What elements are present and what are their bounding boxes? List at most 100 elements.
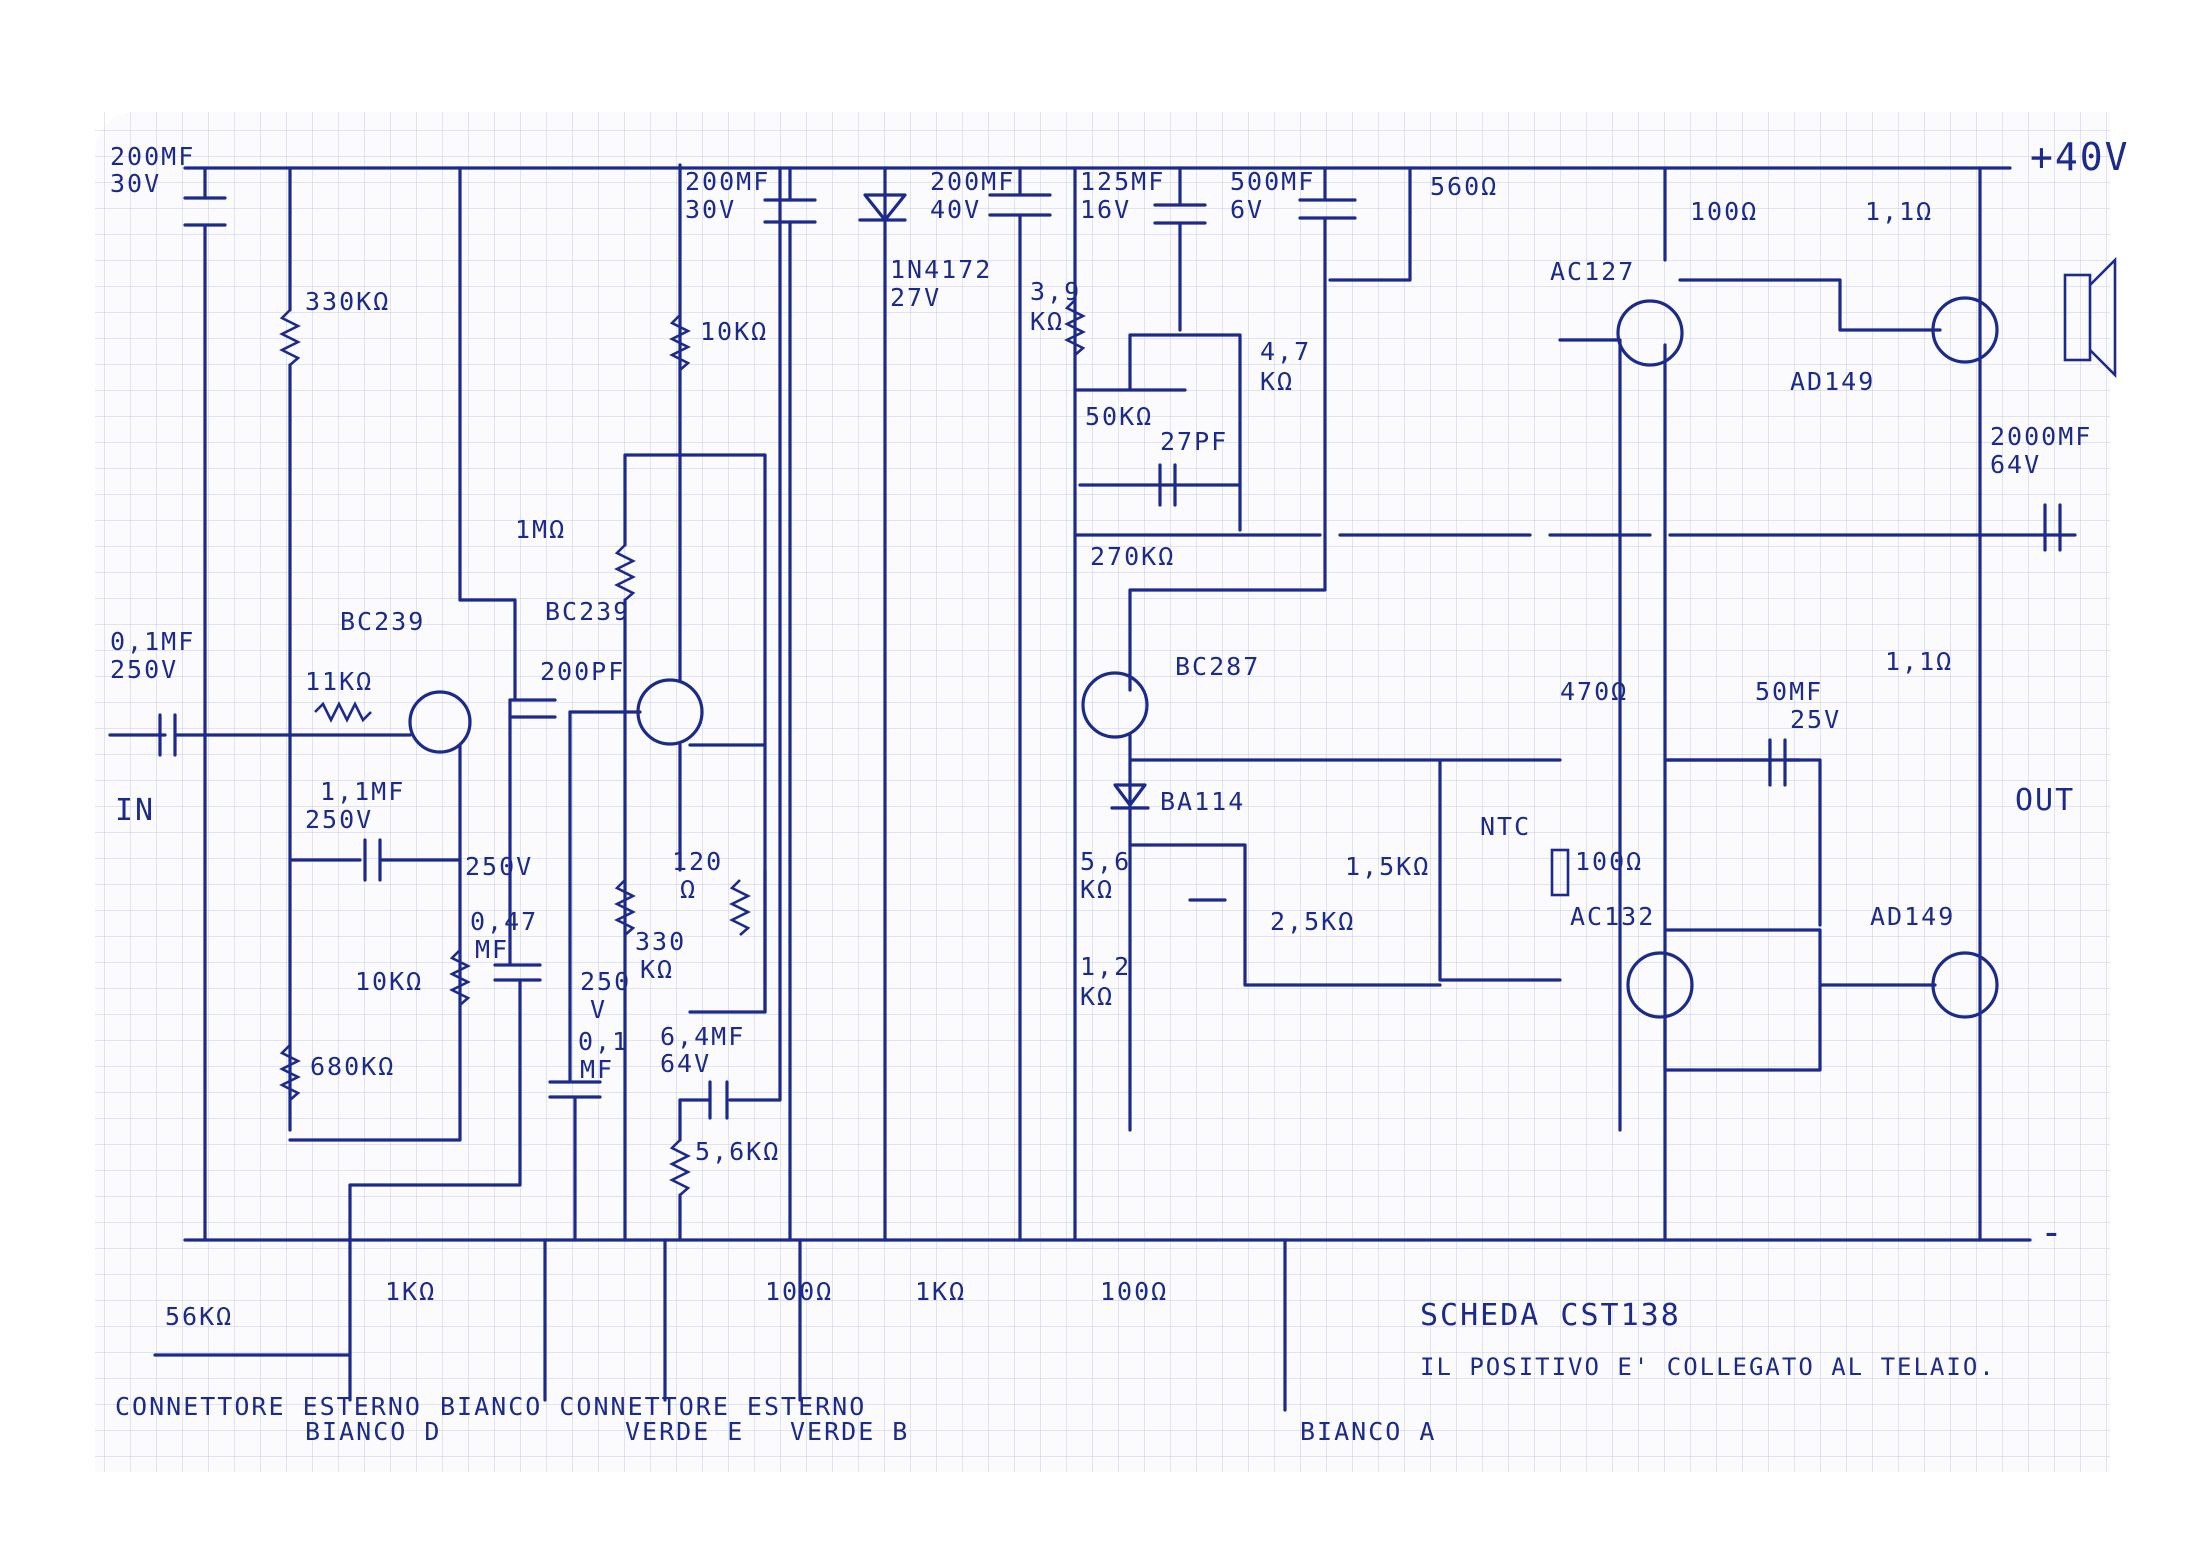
label-d-ba114: BA114 [1160, 787, 1245, 816]
wire-t2 [568, 163, 767, 1014]
label-t-ac127: AC127 [1550, 257, 1635, 286]
label-c200mf-c: 200MF [930, 167, 1015, 196]
cap-200mf-b [763, 198, 817, 224]
resistor-330k-b [614, 879, 636, 936]
label-c047-u: MF [475, 935, 509, 964]
label-r11k: 11KΩ [305, 667, 373, 696]
cap-500mf [1128, 166, 1357, 692]
wire-ad149-bot [1663, 928, 1937, 1072]
label-c01b: 250 [580, 967, 631, 996]
label-r47k: 4,7 [1260, 337, 1311, 366]
wire-330k-b [623, 868, 767, 1242]
rail-label: +40V [2030, 135, 2130, 179]
label-c1mf: 1,1MF [320, 777, 405, 806]
label-r100-top: 100Ω [1690, 197, 1758, 226]
label-t2: BC239 [545, 597, 630, 626]
label-zener: 1N4172 [890, 255, 992, 284]
wire-ext [153, 1238, 1287, 1412]
label-c-in-v: 250V [110, 655, 178, 684]
label-r270k: 270KΩ [1090, 542, 1175, 571]
transistor-ad149-top [1931, 296, 1999, 364]
label-r100-b: 100Ω [1100, 1277, 1168, 1306]
label-c-in: 0,1MF [110, 627, 195, 656]
label-r56k-ext: 56KΩ [165, 1302, 233, 1331]
label-r100-ntc: 100Ω [1575, 847, 1643, 876]
label-r39k: 3,9 [1030, 277, 1081, 306]
pot-50k [1073, 333, 1242, 532]
resistor-39k [1064, 299, 1086, 356]
label-c2000mf-v: 64V [1990, 450, 2041, 479]
label-r56k-b: 5,6KΩ [695, 1137, 780, 1166]
label-r12k: 1,2 [1080, 952, 1131, 981]
cap-input-top [183, 196, 227, 227]
label-c50mf: 50MF [1755, 677, 1823, 706]
label-t-ad149-top: AD149 [1790, 367, 1875, 396]
cap-50mf [1663, 738, 1822, 927]
label-c01b-c: 0,1 [578, 1027, 629, 1056]
wire-label-bianco-a: BIANCO A [1300, 1417, 1436, 1446]
cap-64mf [708, 1080, 729, 1120]
label-r470: 470Ω [1560, 677, 1628, 706]
label-c01b-v: V [590, 995, 607, 1024]
transistor-bc287 [1081, 671, 1149, 739]
label-t-bc287: BC287 [1175, 652, 1260, 681]
wire-label-connettore: CONNETTORE ESTERNO [115, 1392, 422, 1421]
cap-047 [348, 698, 542, 1242]
label-ntc: NTC [1480, 812, 1531, 841]
wire-ac127 [1558, 166, 1802, 1242]
label-t-ad149-bot: AD149 [1870, 902, 1955, 931]
label-r560: 560Ω [1430, 172, 1498, 201]
wire-label-bianco-conn: BIANCO CONNETTORE ESTERNO [440, 1392, 866, 1421]
cap-01b [548, 710, 602, 1242]
label-r11-mid: 1,1Ω [1885, 647, 1953, 676]
cap-200pf [508, 698, 557, 719]
resistor-56k-b [669, 1139, 691, 1196]
transistor-ac127 [1616, 299, 1684, 367]
label-r330k-b: 330 [635, 927, 686, 956]
diagram-note: IL POSITIVO E' COLLEGATO AL TELAIO. [1420, 1353, 1996, 1381]
thermistor-ntc [1550, 848, 1570, 897]
wire-ad149-top [1678, 166, 1982, 1242]
label-p25k: 2,5KΩ [1270, 907, 1355, 936]
wire-label-bianco-d: BIANCO D [305, 1417, 441, 1446]
resistor-10k-a [449, 949, 471, 1006]
cap-125mf [1153, 166, 1207, 332]
label-r10k-b: 10KΩ [700, 317, 768, 346]
label-t-ac132: AC132 [1570, 902, 1655, 931]
in-label: IN [115, 793, 155, 828]
label-r56k-v-u: KΩ [1080, 875, 1114, 904]
label-c125mf-v: 16V [1080, 195, 1131, 224]
label-r39k-u: KΩ [1030, 307, 1064, 336]
ground-label: - [2040, 1210, 2065, 1254]
transistor-bc239-a [408, 690, 472, 754]
label-c200mf-b-v: 30V [685, 195, 736, 224]
resistor-330k [279, 309, 301, 366]
label-v250-a: 250V [465, 852, 533, 881]
label-r1m: 1MΩ [515, 515, 566, 544]
label-r47k-u: KΩ [1260, 367, 1294, 396]
wire-1m [623, 453, 767, 882]
label-r10k-a: 10KΩ [355, 967, 423, 996]
label-c2000mf: 2000MF [1990, 422, 2092, 451]
label-c200mf-c-v: 40V [930, 195, 981, 224]
label-r330k-b-u: KΩ [640, 955, 674, 984]
cap-27pf [1158, 463, 1177, 507]
label-r12k-u: KΩ [1080, 982, 1114, 1011]
label-c50mf-v: 25V [1790, 705, 1841, 734]
label-r1k-a: 1KΩ [385, 1277, 436, 1306]
speaker [2063, 273, 2092, 362]
label-r120: 120 [672, 847, 723, 876]
diode-ba114 [1110, 783, 1150, 810]
cap-200mf-c [988, 166, 1052, 1242]
label-r15k: 1,5KΩ [1345, 852, 1430, 881]
pot-25k [1128, 843, 1442, 987]
label-c500mf: 500MF [1230, 167, 1315, 196]
label-r56k-v: 5,6 [1080, 847, 1131, 876]
label-c1mf-v: 250V [305, 805, 373, 834]
label-c500mf-v: 6V [1230, 195, 1264, 224]
wire-64mf [678, 166, 782, 1142]
transistor-ac132 [1626, 951, 1694, 1019]
label-c047: 0,47 [470, 907, 538, 936]
label-r1k-b: 1KΩ [915, 1277, 966, 1306]
